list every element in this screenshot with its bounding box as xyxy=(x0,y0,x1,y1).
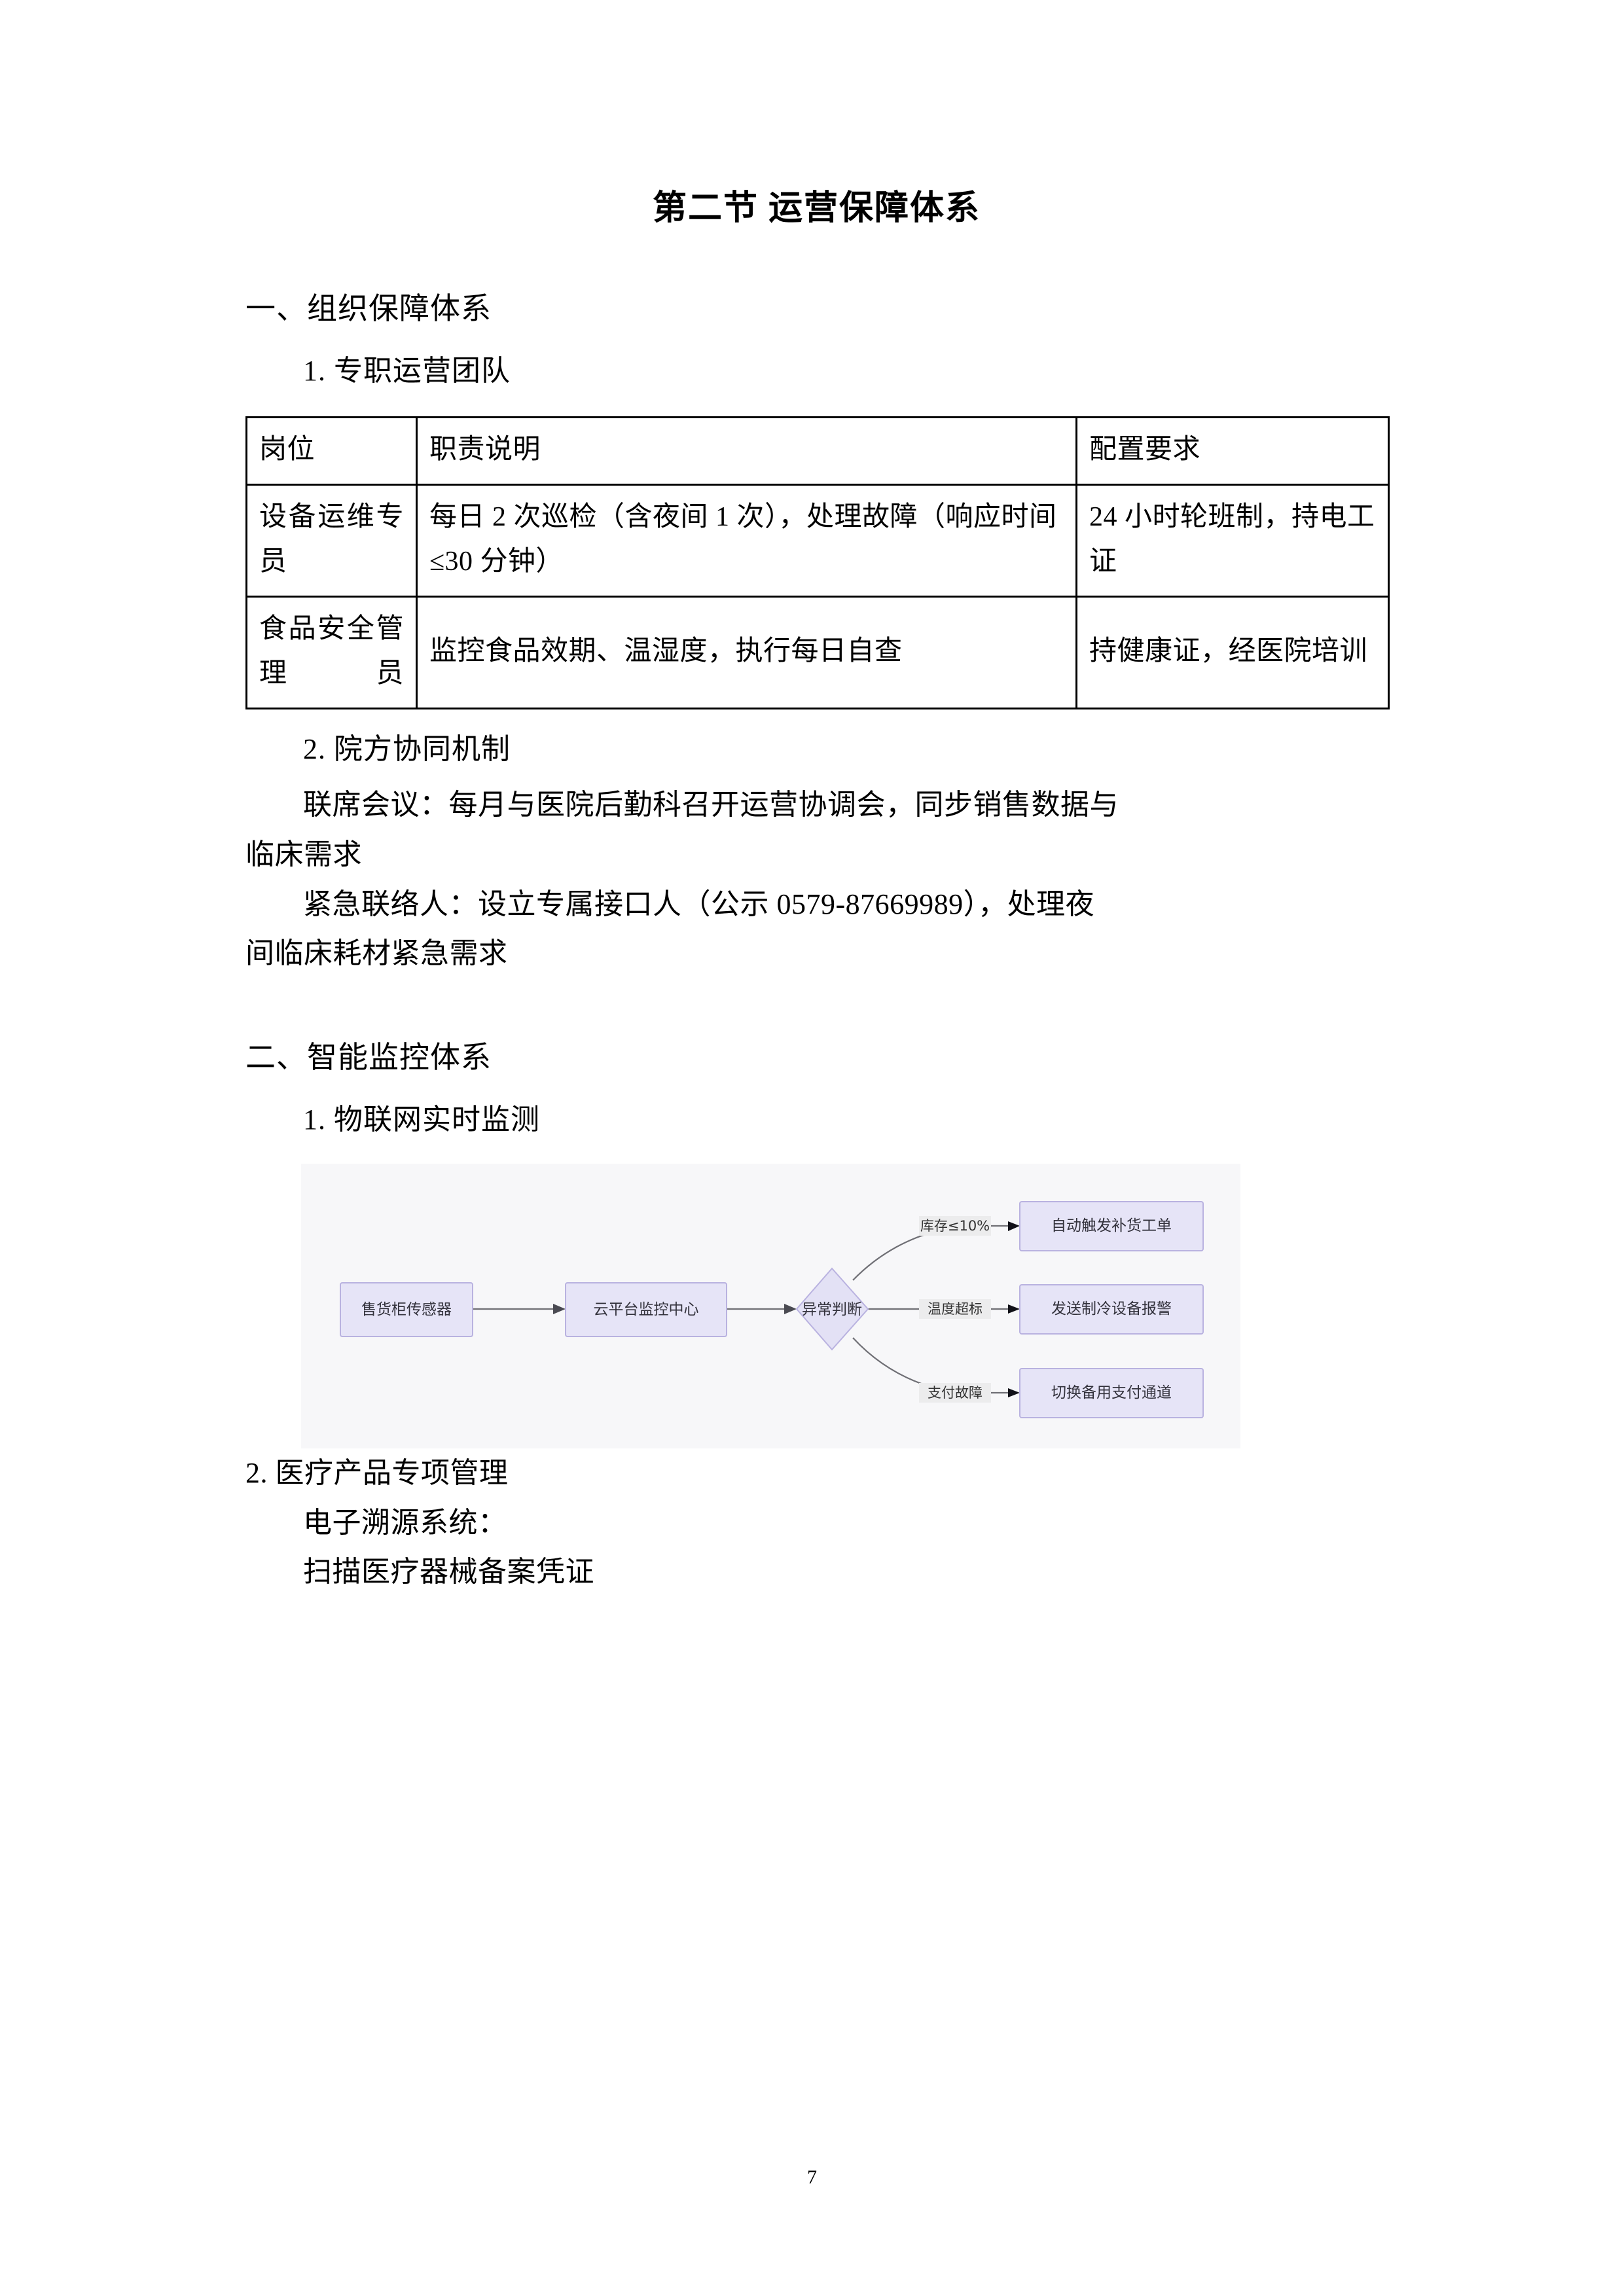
table-cell-post: 食品安全管理员 xyxy=(245,596,418,710)
paragraph-emergency-contact-cont: 间临床耗材紧急需求 xyxy=(245,937,508,970)
table-row: 设备运维专员 每日 2 次巡检（含夜间 1 次），处理故障（响应时间≤30 分钟… xyxy=(245,484,1390,598)
table-header-requirement: 配置要求 xyxy=(1075,416,1390,486)
page-content: 第二节 运营保障体系 一、组织保障体系 1. 专职运营团队 岗位 职责说明 配置… xyxy=(245,0,1390,1597)
paragraph-joint-meeting-cont: 临床需求 xyxy=(245,838,362,870)
flow-edge-label-temperature-text: 温度超标 xyxy=(928,1301,983,1317)
table-row: 食品安全管理员 监控食品效期、温湿度，执行每日自查 持健康证，经医院培训 xyxy=(245,596,1390,710)
flow-edge-label-payment-text: 支付故障 xyxy=(928,1385,983,1401)
arrowhead-icon xyxy=(784,1303,797,1314)
heading-section-one: 一、组织保障体系 xyxy=(245,292,492,325)
flow-node-cooling-alarm: 发送制冷设备报警 xyxy=(1019,1283,1204,1335)
flow-node-cloud-label: 云平台监控中心 xyxy=(594,1301,699,1318)
table-cell-post: 设备运维专员 xyxy=(245,484,418,598)
flow-node-decision-label: 异常判断 xyxy=(802,1301,862,1318)
subheading-iot-monitoring: 1. 物联网实时监测 xyxy=(303,1103,540,1136)
flow-node-backup-payment-label: 切换备用支付通道 xyxy=(1051,1384,1172,1401)
heading-section-two: 二、智能监控体系 xyxy=(245,1040,492,1074)
table-cell-requirement: 24 小时轮班制，持电工证 xyxy=(1075,484,1390,598)
paragraph-emergency-contact: 紧急联络人：设立专属接口人（公示 0579-87669989），处理夜 xyxy=(303,888,1095,920)
flow-node-restock-order-label: 自动触发补货工单 xyxy=(1051,1217,1172,1234)
flow-node-decision: 异常判断 xyxy=(795,1267,869,1351)
paragraph-joint-meeting: 联席会议：每月与医院后勤科召开运营协调会，同步销售数据与 xyxy=(303,789,1119,821)
subheading-dedicated-team: 1. 专职运营团队 xyxy=(303,355,511,387)
table-cell-requirement: 持健康证，经医院培训 xyxy=(1075,596,1390,710)
table-header-row: 岗位 职责说明 配置要求 xyxy=(245,416,1390,486)
flow-node-sensor-label: 售货柜传感器 xyxy=(361,1301,452,1318)
arrowhead-icon xyxy=(553,1303,566,1314)
staff-responsibility-table: 岗位 职责说明 配置要求 设备运维专员 每日 2 次巡检（含夜间 1 次），处理… xyxy=(245,416,1390,710)
subheading-hospital-coordination: 2. 院方协同机制 xyxy=(303,733,511,766)
flow-edge-label-stock: 库存≤10% xyxy=(919,1215,991,1236)
paragraph-trace-system: 电子溯源系统： xyxy=(303,1506,507,1539)
page-number: 7 xyxy=(807,2166,817,2188)
table-header-duty: 职责说明 xyxy=(416,416,1077,486)
flow-edge-label-stock-text: 库存≤10% xyxy=(920,1218,990,1234)
flow-node-restock-order: 自动触发补货工单 xyxy=(1019,1200,1204,1251)
flow-node-sensor: 售货柜传感器 xyxy=(340,1282,473,1337)
table-cell-duty: 每日 2 次巡检（含夜间 1 次），处理故障（响应时间≤30 分钟） xyxy=(416,484,1077,598)
subheading-medical-product-management: 2. 医疗产品专项管理 xyxy=(245,1456,509,1489)
spacer xyxy=(245,771,1388,780)
flow-node-cooling-alarm-label: 发送制冷设备报警 xyxy=(1051,1300,1172,1318)
flow-node-backup-payment: 切换备用支付通道 xyxy=(1019,1367,1204,1418)
page-title: 第二节 运营保障体系 xyxy=(652,190,981,227)
table-header-post: 岗位 xyxy=(245,416,418,486)
arrowhead-icon xyxy=(1008,1221,1020,1231)
arrowhead-icon xyxy=(1008,1304,1020,1314)
flow-edge-label-temperature: 温度超标 xyxy=(919,1299,991,1319)
iot-monitoring-flowchart: 售货柜传感器 云平台监控中心 异常判断 库存≤10% xyxy=(301,1163,1240,1448)
flow-edge-label-payment: 支付故障 xyxy=(919,1382,991,1403)
arrowhead-icon xyxy=(1008,1388,1020,1397)
paragraph-scan-record: 扫描医疗器械备案凭证 xyxy=(303,1556,594,1588)
flow-node-cloud-center: 云平台监控中心 xyxy=(565,1282,727,1337)
table-cell-duty: 监控食品效期、温湿度，执行每日自查 xyxy=(416,596,1077,710)
